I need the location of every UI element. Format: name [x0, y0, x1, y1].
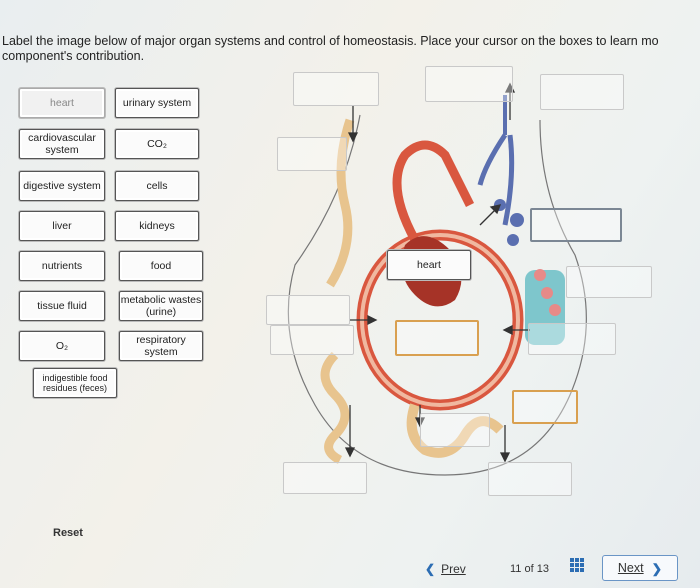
intestine-lower [406, 403, 504, 458]
drop-target-7[interactable] [266, 295, 350, 325]
drop-target-2[interactable] [425, 66, 513, 102]
reset-button[interactable]: Reset [53, 527, 83, 539]
label-urinary-system[interactable]: urinary system [115, 88, 199, 118]
drop-target-1[interactable] [293, 72, 379, 106]
label-o2[interactable]: O₂ [19, 331, 105, 361]
label-food[interactable]: food [119, 251, 203, 281]
label-liver[interactable]: liver [19, 211, 105, 241]
drop-target-6[interactable] [566, 266, 652, 298]
drop-target-11[interactable] [512, 390, 578, 424]
grid-icon[interactable] [570, 558, 584, 572]
label-cells[interactable]: cells [115, 171, 199, 201]
next-button[interactable]: Next ❯ [602, 555, 678, 581]
prev-button[interactable]: ❮ Prev [425, 559, 491, 579]
label-heart[interactable]: heart [19, 88, 105, 118]
footer-nav: ❮ Prev 11 of 13 Next ❯ [0, 552, 700, 588]
kidney-region [525, 270, 565, 345]
bronchi [477, 133, 515, 226]
label-metabolic-wastes[interactable]: metabolic wastes (urine) [119, 291, 203, 321]
intestine-left [320, 351, 350, 465]
alveolus [510, 213, 524, 227]
drop-target-8[interactable] [270, 325, 354, 355]
drop-target-4[interactable] [277, 137, 347, 171]
label-indigestible-food-residues[interactable]: indigestible food residues (feces) [33, 368, 117, 398]
label-cardiovascular-system[interactable]: cardiovascular system [19, 129, 105, 159]
page-indicator: 11 of 13 [510, 563, 549, 575]
instructions: Label the image below of major organ sys… [2, 34, 700, 64]
label-nutrients[interactable]: nutrients [19, 251, 105, 281]
label-digestive-system[interactable]: digestive system [19, 171, 105, 201]
label-tissue-fluid[interactable]: tissue fluid [19, 291, 105, 321]
chevron-right-icon: ❯ [651, 561, 663, 576]
cell [549, 304, 561, 316]
instructions-line-2: component's contribution. [2, 49, 145, 63]
instructions-line-1: Label the image below of major organ sys… [2, 34, 659, 48]
body-outline [287, 114, 587, 476]
esophagus [326, 118, 355, 288]
next-label: Next [617, 561, 644, 575]
chevron-left-icon: ❮ [425, 562, 436, 576]
label-kidneys[interactable]: kidneys [115, 211, 199, 241]
drop-target-9[interactable] [395, 320, 479, 356]
drop-target-heart-filled[interactable]: heart [387, 250, 471, 280]
drop-target-10[interactable] [528, 323, 616, 355]
drop-target-5[interactable] [530, 208, 622, 242]
prev-label: Prev [441, 562, 466, 576]
cell [534, 269, 546, 281]
upper-vessel [392, 140, 475, 243]
label-respiratory-system[interactable]: respiratory system [119, 331, 203, 361]
drop-target-3[interactable] [540, 74, 624, 110]
alveolus [507, 234, 519, 246]
drop-target-13[interactable] [283, 462, 367, 494]
drop-target-14[interactable] [488, 462, 572, 496]
cell [541, 287, 553, 299]
label-co2[interactable]: CO₂ [115, 129, 199, 159]
drop-target-12[interactable] [420, 413, 490, 447]
